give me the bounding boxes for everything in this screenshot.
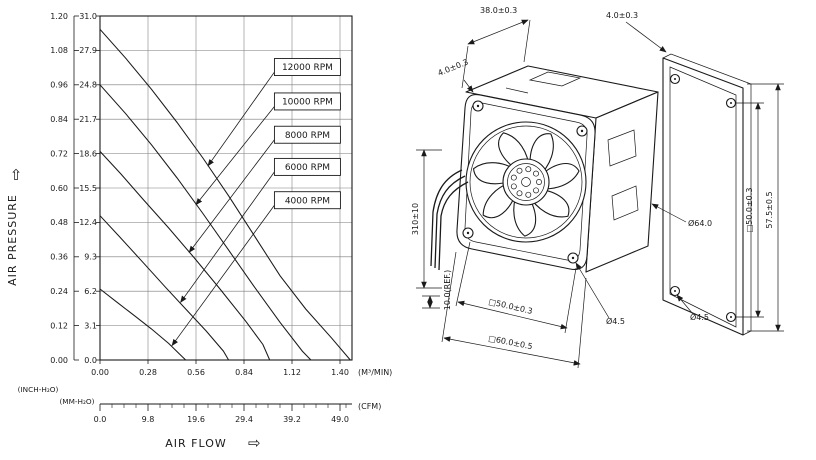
- rpm-labels: 12000 RPM 10000 RPM 8000 RPM 6000 RPM 4000 R…: [171, 58, 341, 347]
- curve-6000-rpm: [99, 215, 230, 361]
- performance-chart-svg: 12000 RPM 10000 RPM 8000 RPM 6000 RPM 4000 R…: [6, 12, 393, 452]
- svg-text:18.6: 18.6: [79, 149, 97, 158]
- svg-text:0.28: 0.28: [139, 368, 157, 377]
- hole-front-label: Ø4.5: [606, 316, 625, 326]
- svg-text:1.20: 1.20: [50, 12, 68, 21]
- svg-text:1.12: 1.12: [283, 368, 301, 377]
- curve-4000-rpm: [99, 288, 187, 361]
- svg-text:0.00: 0.00: [50, 356, 68, 365]
- wire-length-label: 310±10: [411, 203, 420, 235]
- svg-text:1.40: 1.40: [331, 368, 349, 377]
- wire-ref-label: 10.0(REF.): [443, 270, 452, 311]
- fan-performance-chart: 12000 RPM 10000 RPM 8000 RPM 6000 RPM 4000 R…: [6, 12, 393, 452]
- svg-text:24.8: 24.8: [79, 81, 97, 90]
- rpm-label: 12000 RPM: [282, 63, 333, 73]
- fan-dimension-drawing: 38.0±0.3 4.0±0.3 4.0±0.3 310±10 10.0(REF…: [410, 0, 816, 460]
- mounting-plate: [662, 53, 752, 336]
- curve-8000-rpm: [99, 151, 271, 361]
- svg-text:0.84: 0.84: [50, 115, 68, 124]
- air-flow-right-arrow-icon: ⇨: [248, 434, 261, 452]
- dim-38-label: 38.0±0.3: [480, 6, 517, 15]
- svg-text:0.56: 0.56: [187, 368, 205, 377]
- fan-curves: [99, 28, 351, 361]
- sq50-bottom-label: □50.0±0.3: [488, 297, 534, 316]
- lead-wires: [430, 169, 469, 271]
- svg-text:3.1: 3.1: [84, 321, 97, 330]
- svg-text:6.2: 6.2: [84, 287, 97, 296]
- x-axis-title: AIR FLOW: [165, 437, 227, 450]
- svg-text:1.08: 1.08: [50, 46, 68, 55]
- hole-plate-label: Ø4.5: [690, 312, 709, 322]
- svg-text:0.48: 0.48: [50, 218, 68, 227]
- curve-10000-rpm: [99, 84, 312, 361]
- sq50-right-label: □50.0±0.3: [745, 188, 754, 233]
- svg-text:12.4: 12.4: [79, 218, 97, 227]
- dia-64-label: Ø64.0: [688, 218, 712, 228]
- svg-text:0.0: 0.0: [94, 415, 107, 424]
- x-unit-cfm: (CFM): [358, 402, 381, 411]
- y-axis-title: AIR PRESSURE: [6, 194, 19, 286]
- svg-text:0.60: 0.60: [50, 184, 68, 193]
- svg-text:49.0: 49.0: [331, 415, 349, 424]
- chart-grid: [100, 16, 352, 360]
- svg-text:39.2: 39.2: [283, 415, 301, 424]
- svg-text:0.84: 0.84: [235, 368, 253, 377]
- svg-text:15.5: 15.5: [79, 184, 97, 193]
- height-label: 57.5±0.5: [765, 191, 774, 228]
- svg-text:0.36: 0.36: [50, 253, 68, 262]
- svg-text:31.0: 31.0: [79, 12, 97, 21]
- svg-text:29.4: 29.4: [235, 415, 253, 424]
- svg-text:21.7: 21.7: [79, 115, 97, 124]
- curve-12000-rpm: [99, 28, 351, 361]
- dim-4-right-label: 4.0±0.3: [606, 11, 638, 20]
- air-pressure-up-arrow-icon: ⇧: [10, 166, 23, 184]
- y-unit-inch: (INCH-H₂O): [18, 385, 59, 394]
- rpm-label: 8000 RPM: [285, 131, 330, 141]
- svg-text:9.8: 9.8: [142, 415, 155, 424]
- fan-hub: [502, 158, 550, 206]
- svg-text:27.9: 27.9: [79, 46, 97, 55]
- rpm-label: 4000 RPM: [285, 196, 330, 206]
- dimension-annotations: 38.0±0.3 4.0±0.3 4.0±0.3 310±10 10.0(REF…: [411, 6, 784, 369]
- rpm-label: 6000 RPM: [285, 163, 330, 173]
- svg-text:0.00: 0.00: [91, 368, 109, 377]
- svg-text:0.72: 0.72: [50, 149, 68, 158]
- sq60-bottom-label: □60.0±0.5: [488, 334, 534, 351]
- dim-4-left-label: 4.0±0.3: [436, 57, 469, 77]
- svg-text:0.0: 0.0: [84, 356, 97, 365]
- dimension-drawing-svg: 38.0±0.3 4.0±0.3 4.0±0.3 310±10 10.0(REF…: [411, 6, 784, 369]
- svg-text:0.96: 0.96: [50, 81, 68, 90]
- axis-ticks-labels: 0.0 0.00 3.1 0.12 6.2 0.24 9.3 0.36 12.4 0.48 15.5…: [18, 12, 393, 424]
- svg-text:9.3: 9.3: [84, 253, 97, 262]
- svg-text:19.6: 19.6: [187, 415, 205, 424]
- fan-body: [456, 65, 659, 273]
- svg-text:0.12: 0.12: [50, 321, 68, 330]
- y-unit-mm: (MM-H₂O): [59, 397, 94, 406]
- svg-text:0.24: 0.24: [50, 287, 68, 296]
- rpm-label: 10000 RPM: [282, 98, 333, 108]
- x-unit-m3min: (M³/MIN): [358, 368, 392, 377]
